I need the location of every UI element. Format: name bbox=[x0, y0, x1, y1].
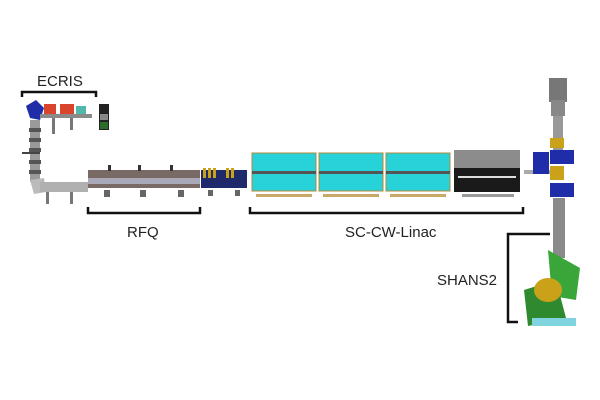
ecris-label: ECRIS bbox=[37, 73, 83, 90]
linac-label: SC-CW-Linac bbox=[345, 224, 437, 241]
rfq-bracket bbox=[86, 207, 202, 215]
sc-cw-linac-cryomodules bbox=[248, 150, 525, 215]
mebt-section bbox=[201, 168, 247, 196]
ecris-source bbox=[20, 90, 109, 134]
shans2-separator bbox=[506, 232, 580, 326]
hebt-and-detectors bbox=[524, 78, 574, 258]
shans2-label: SHANS2 bbox=[437, 272, 498, 289]
linac-bracket bbox=[248, 207, 525, 215]
shans2-bracket bbox=[506, 232, 550, 324]
rfq-label: RFQ bbox=[127, 224, 159, 241]
ecris-bracket bbox=[20, 90, 98, 97]
lebt-column bbox=[22, 120, 88, 204]
rfq-module bbox=[86, 165, 202, 215]
